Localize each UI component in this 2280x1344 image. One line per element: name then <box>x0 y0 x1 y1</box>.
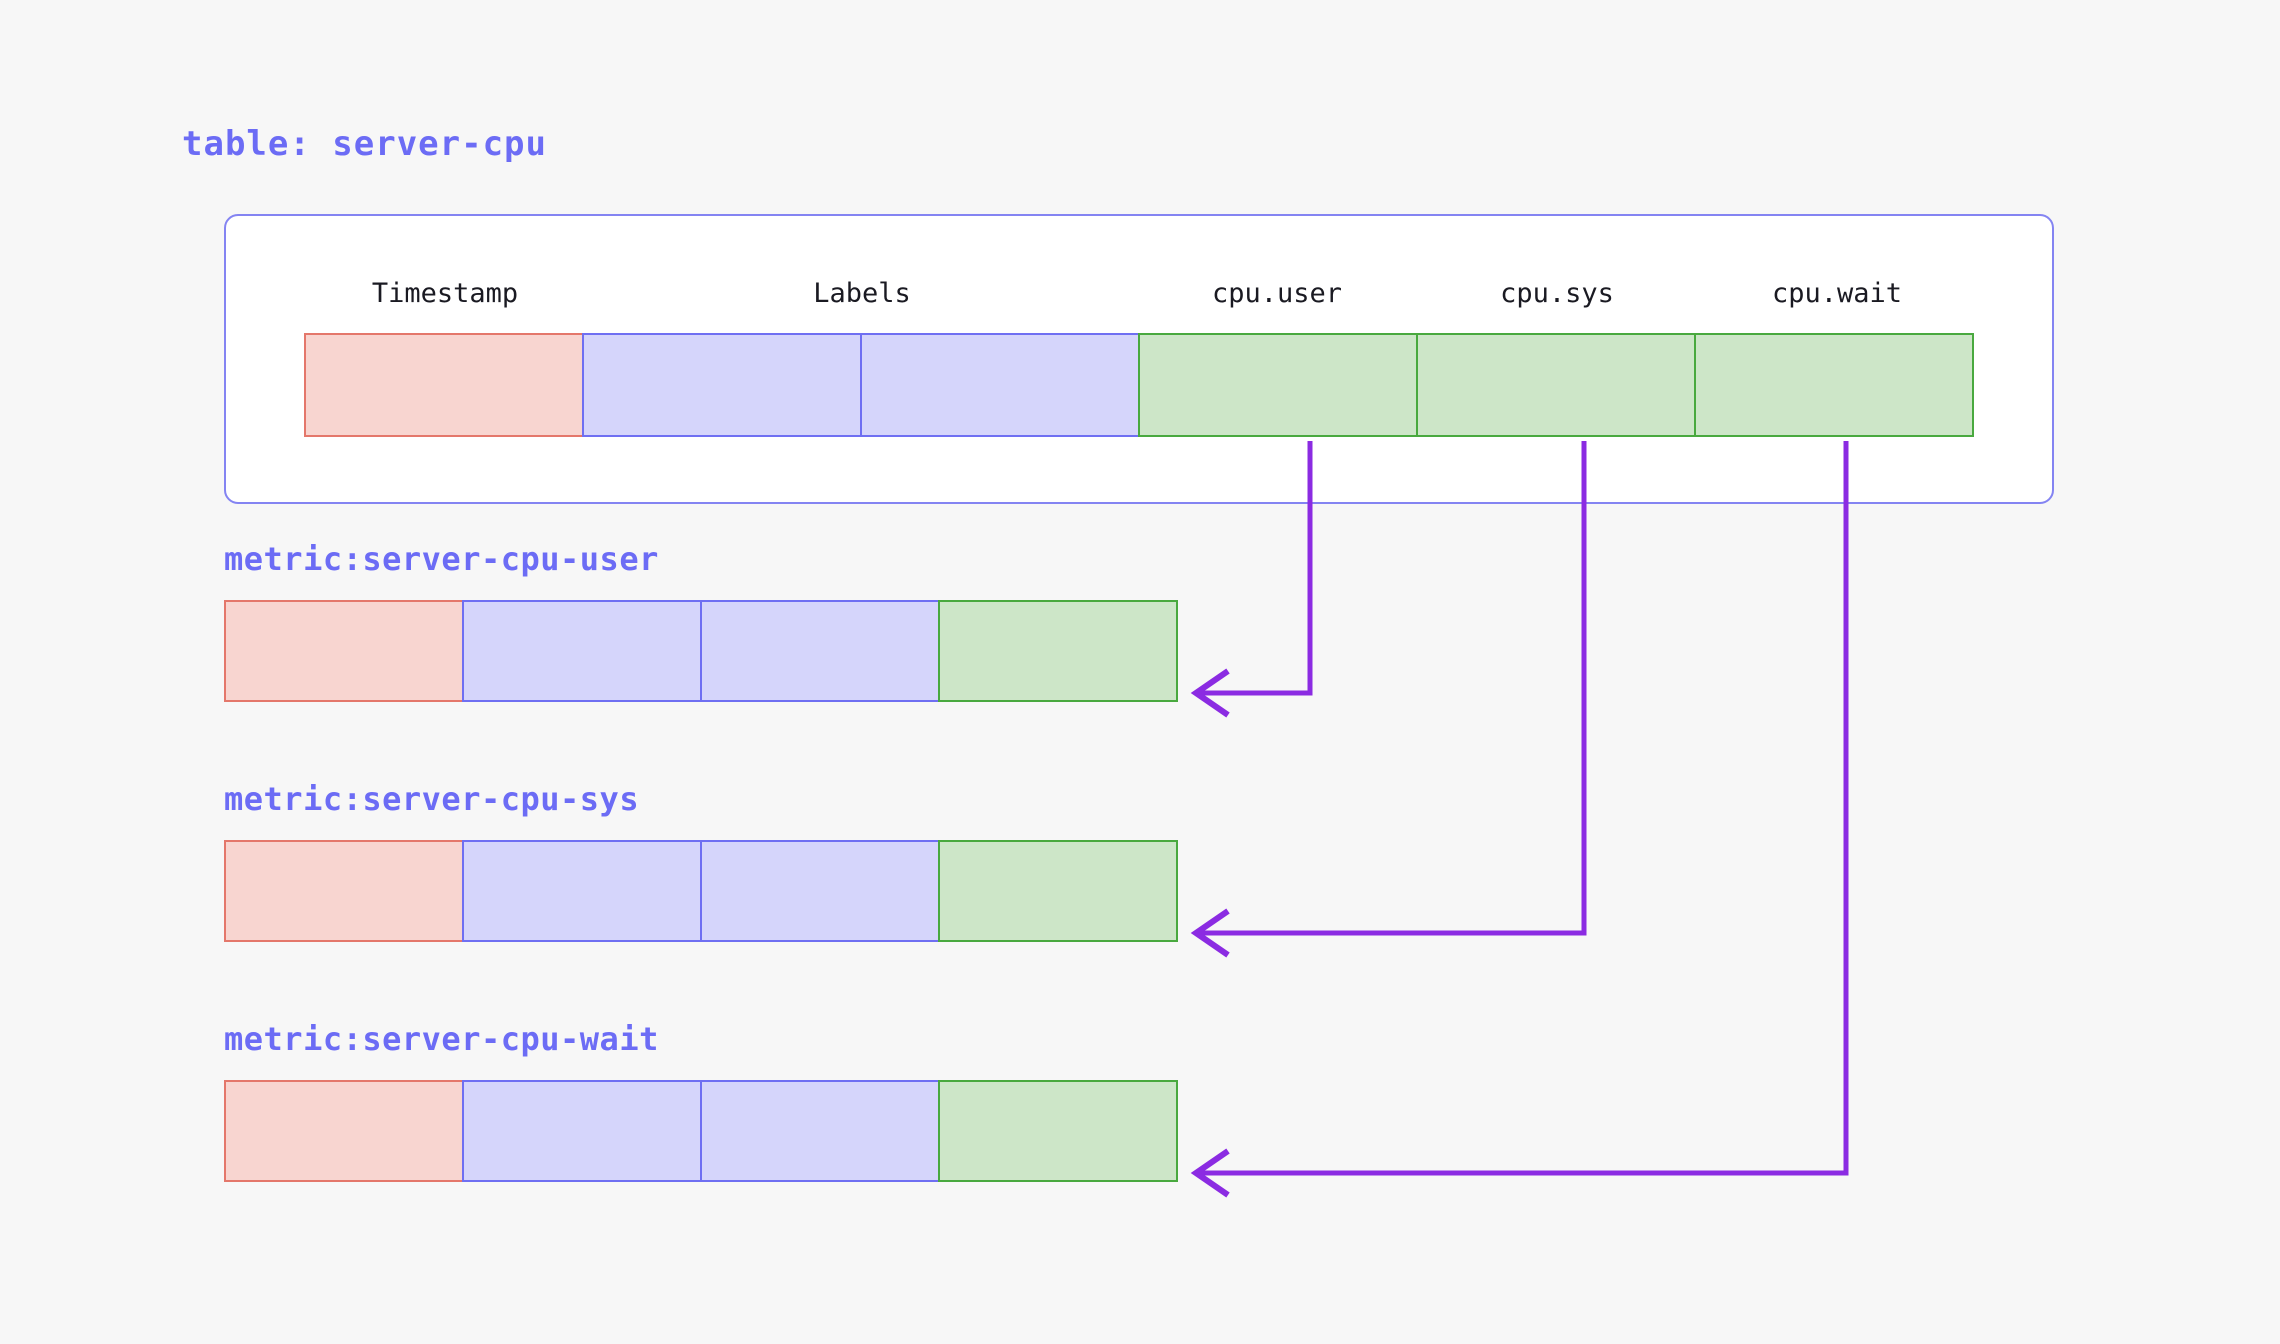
arrow-cpu-user-head-icon <box>1190 668 1230 718</box>
column-header-value-2: cpu.user <box>1211 278 1343 309</box>
column-header-value-4: cpu.wait <box>1771 278 1903 309</box>
table-cell-pink-0 <box>304 333 584 437</box>
metric-row-0 <box>224 600 1178 702</box>
metric-cell-green-1-3 <box>938 840 1178 942</box>
metric-cell-green-2-3 <box>938 1080 1178 1182</box>
metric-row-2 <box>224 1080 1178 1182</box>
metric-cell-green-0-3 <box>938 600 1178 702</box>
metric-cell-pink-0-0 <box>224 600 464 702</box>
metric-label-0: metric:server-cpu-user <box>224 540 659 578</box>
table-row <box>304 333 1974 437</box>
metric-cell-blue-2-2 <box>700 1080 940 1182</box>
arrow-cpu-wait-path <box>1196 441 1849 1176</box>
table-cell-green-3 <box>1138 333 1418 437</box>
metric-label-1: metric:server-cpu-sys <box>224 780 640 818</box>
metric-cell-blue-2-1 <box>462 1080 702 1182</box>
column-header-timestamp-0: Timestamp <box>371 278 519 309</box>
metric-cell-pink-1-0 <box>224 840 464 942</box>
metric-cell-pink-2-0 <box>224 1080 464 1182</box>
metric-cell-blue-0-1 <box>462 600 702 702</box>
table-cell-blue-2 <box>860 333 1140 437</box>
metric-label-2: metric:server-cpu-wait <box>224 1020 659 1058</box>
metric-cell-blue-0-2 <box>700 600 940 702</box>
metric-row-1 <box>224 840 1178 942</box>
metric-cell-blue-1-2 <box>700 840 940 942</box>
metric-cell-blue-1-1 <box>462 840 702 942</box>
arrow-cpu-sys-head-icon <box>1190 908 1230 958</box>
table-cell-green-4 <box>1416 333 1696 437</box>
arrow-cpu-sys-path <box>1196 441 1587 936</box>
column-header-labels-1: Labels <box>813 278 911 309</box>
column-header-value-3: cpu.sys <box>1500 278 1614 309</box>
table-cell-blue-1 <box>582 333 862 437</box>
table-cell-green-5 <box>1694 333 1974 437</box>
table-title: table: server-cpu <box>182 124 547 164</box>
arrow-cpu-wait-head-icon <box>1190 1148 1230 1198</box>
